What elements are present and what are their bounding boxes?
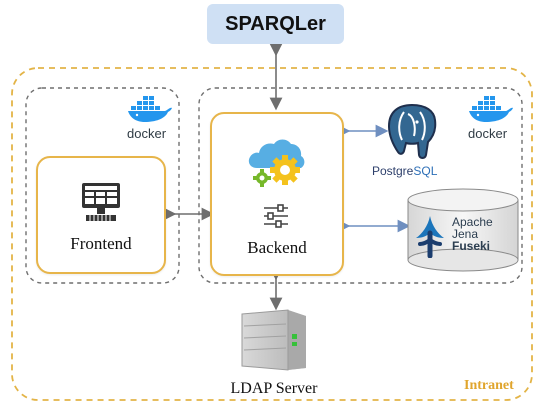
backend-card: Backend (210, 112, 344, 276)
postgresql-logo: PostgreSQL (370, 102, 460, 182)
ldap-server-icon (241, 309, 306, 371)
settings-sliders-icon (264, 204, 288, 228)
fuseki-label: Apache Jena Fuseki (452, 216, 493, 252)
docker-frontend-boundary (25, 87, 180, 284)
fuseki-label-jena: Jena (452, 227, 479, 241)
jena-feather-icon (416, 216, 444, 258)
frontend-label: Frontend (70, 234, 132, 253)
docker-backend-boundary (198, 87, 523, 284)
intranet-label: Intranet (464, 378, 514, 393)
fuseki-label-fuseki: Fuseki (452, 239, 491, 253)
docker-label-left: docker (127, 126, 167, 141)
postgresql-elephant-icon (387, 103, 437, 159)
postgresql-label: PostgreSQL (372, 164, 437, 178)
sparqler-title: SPARQLer (225, 12, 326, 35)
backend-label: Backend (247, 238, 307, 257)
fuseki-label-apache: Apache (452, 215, 493, 229)
monitor-icon (82, 183, 120, 221)
sparqler-title-box: SPARQLer (207, 4, 344, 44)
docker-icon (128, 96, 172, 122)
fuseki-logo: Apache Jena Fuseki (412, 212, 512, 262)
postgresql-label-suffix: SQL (413, 164, 438, 178)
docker-logo-right: docker (466, 95, 516, 141)
ldap-label: LDAP Server (230, 380, 318, 397)
postgresql-label-prefix: Postgre (372, 164, 414, 178)
docker-logo-left: docker (125, 95, 175, 141)
frontend-card: Frontend (36, 156, 166, 274)
docker-label-right: docker (468, 126, 508, 141)
cloud-gears-icon (248, 139, 305, 187)
docker-icon (469, 96, 513, 122)
